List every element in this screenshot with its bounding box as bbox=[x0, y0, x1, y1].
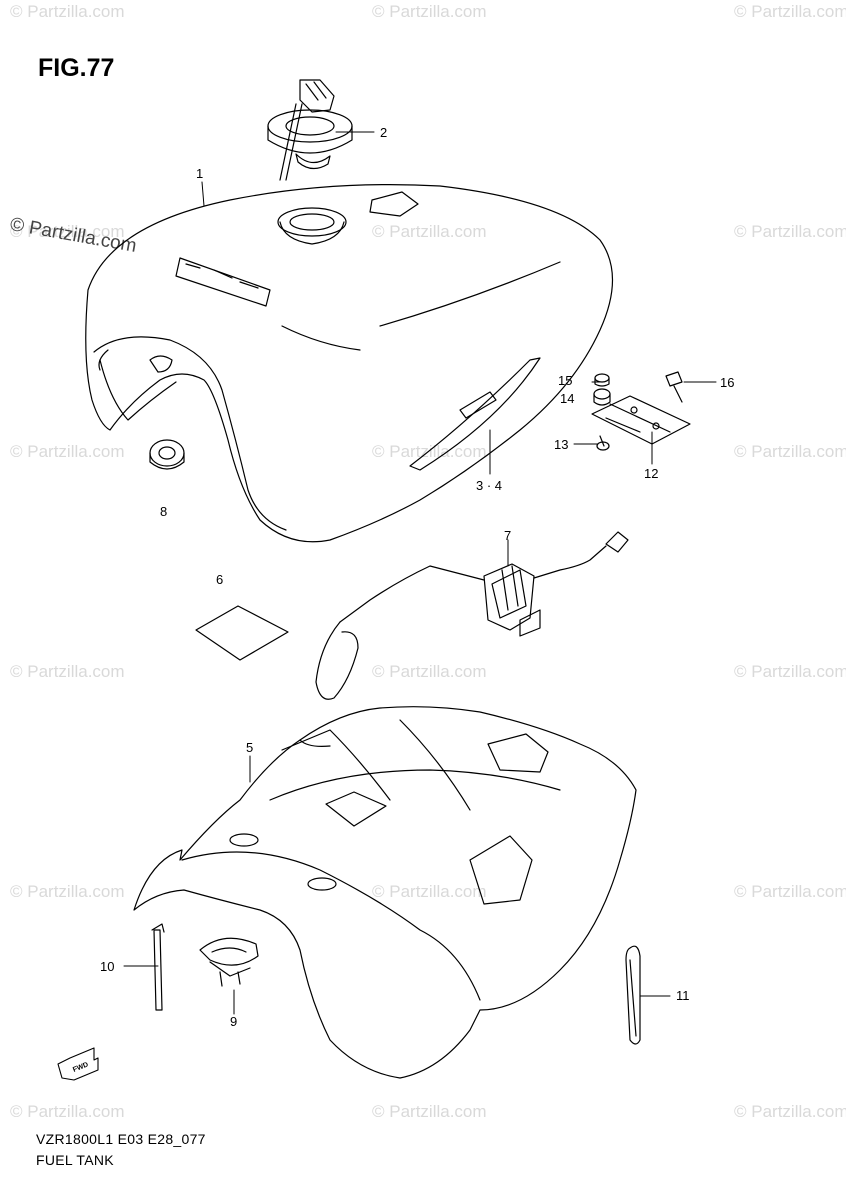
watermark: © Partzilla.com bbox=[734, 442, 846, 461]
watermark: © Partzilla.com bbox=[734, 222, 846, 241]
callout-15: 15 bbox=[558, 373, 572, 388]
watermark: © Partzilla.com bbox=[734, 662, 846, 681]
model-code: VZR1800L1 E03 E28_077 bbox=[36, 1131, 206, 1147]
bracket[interactable] bbox=[591, 395, 691, 445]
callout-5: 5 bbox=[246, 740, 253, 755]
figure-title: FIG.77 bbox=[38, 54, 115, 82]
callout-10: 10 bbox=[100, 959, 114, 974]
fwd-label: FWD bbox=[72, 1061, 89, 1073]
callout-7: 7 bbox=[504, 528, 511, 543]
bolt-13[interactable] bbox=[596, 435, 610, 451]
watermark: © Partzilla.com bbox=[372, 222, 487, 241]
watermark: © Partzilla.com bbox=[372, 2, 487, 21]
watermark: © Partzilla.com bbox=[734, 882, 846, 901]
watermark: © Partzilla.com bbox=[10, 882, 125, 901]
watermark: © Partzilla.com bbox=[10, 1102, 125, 1121]
watermark: © Partzilla.com bbox=[734, 2, 846, 21]
nut-15[interactable] bbox=[594, 373, 610, 387]
callout-6: 6 bbox=[216, 572, 223, 587]
rubber-strap[interactable] bbox=[625, 945, 641, 1045]
fuel-level-gauge[interactable] bbox=[315, 531, 629, 700]
grommet[interactable] bbox=[149, 439, 185, 470]
fuel-tank[interactable] bbox=[85, 184, 614, 543]
cushion-14[interactable] bbox=[593, 388, 611, 406]
heat-shield[interactable] bbox=[133, 706, 637, 1079]
watermark: © Partzilla.com bbox=[372, 1102, 487, 1121]
callout-14: 14 bbox=[560, 391, 574, 406]
callout-2: 2 bbox=[380, 125, 387, 140]
watermark: © Partzilla.com bbox=[734, 1102, 846, 1121]
callout-16: 16 bbox=[720, 375, 734, 390]
watermark: © Partzilla.com bbox=[372, 882, 487, 901]
watermark: © Partzilla.com bbox=[10, 442, 125, 461]
watermark: © Partzilla.com bbox=[372, 662, 487, 681]
band-clamp[interactable] bbox=[199, 937, 259, 987]
pad[interactable] bbox=[195, 605, 289, 661]
callout-1: 1 bbox=[196, 166, 203, 181]
watermark: © Partzilla.com bbox=[10, 662, 125, 681]
callout-13: 13 bbox=[554, 437, 568, 452]
cable-tie[interactable] bbox=[151, 923, 165, 1011]
watermark: © Partzilla.com bbox=[10, 222, 125, 241]
callout-9: 9 bbox=[230, 1014, 237, 1029]
fwd-arrow-icon bbox=[57, 1047, 99, 1081]
bolt-16[interactable] bbox=[665, 371, 683, 403]
callout-8: 8 bbox=[160, 504, 167, 519]
watermark: © Partzilla.com bbox=[10, 2, 125, 21]
fuel-cap[interactable] bbox=[267, 79, 353, 181]
callout-12: 12 bbox=[644, 466, 658, 481]
callout-3-4: 3 · 4 bbox=[476, 478, 502, 493]
figure-caption: FUEL TANK bbox=[36, 1152, 114, 1168]
leader-lines bbox=[123, 131, 717, 1015]
callout-11: 11 bbox=[676, 988, 690, 1003]
callout-labels: 1 2 3 · 4 5 6 7 8 9 10 11 12 13 14 15 16 bbox=[100, 125, 734, 1029]
